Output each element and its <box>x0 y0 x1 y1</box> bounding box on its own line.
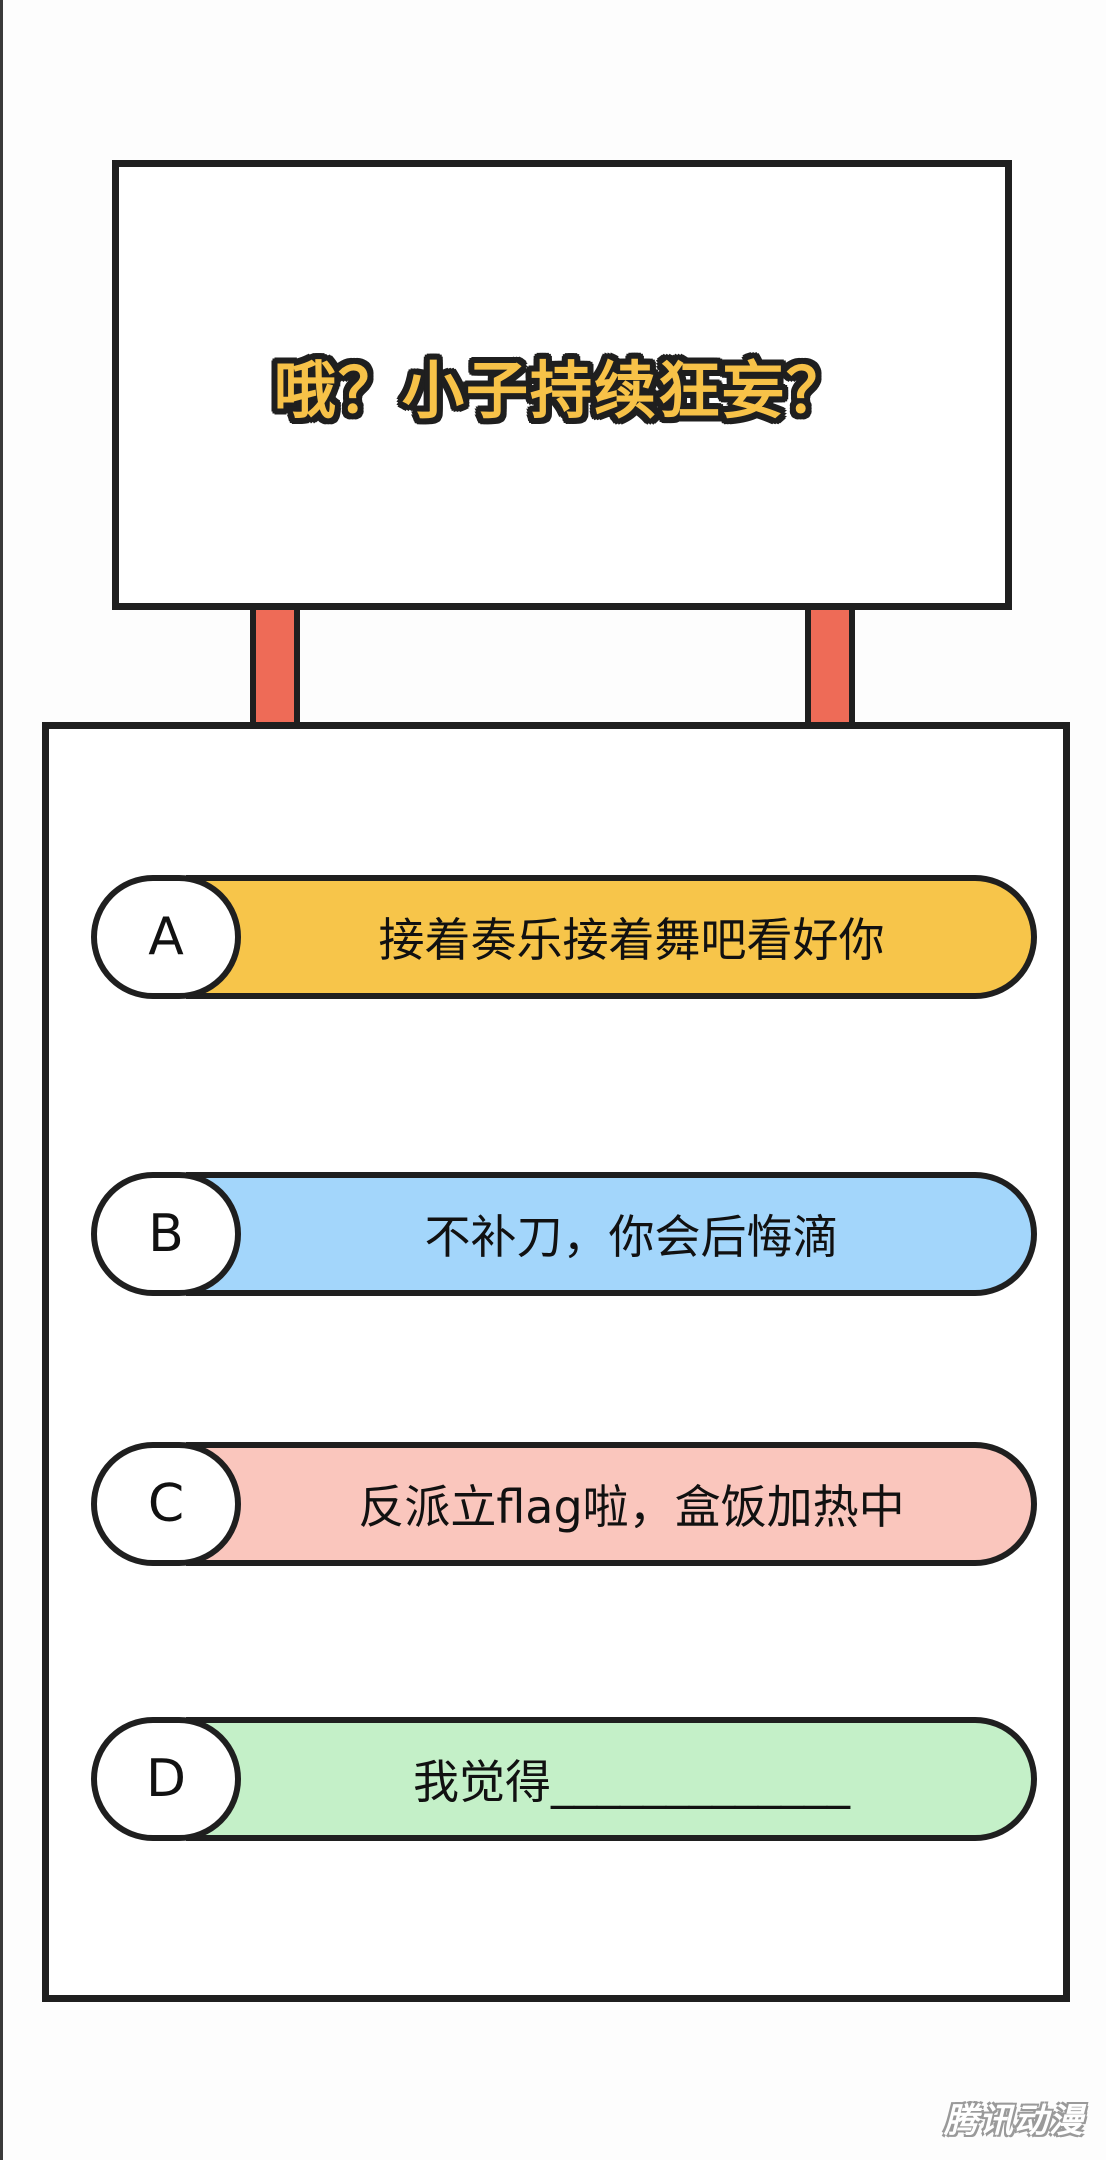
option-b[interactable]: 不补刀，你会后悔滴 B <box>91 1172 1037 1296</box>
option-a-letter: A <box>148 907 184 967</box>
option-c-bar[interactable]: 反派立flag啦，盒饭加热中 <box>186 1442 1037 1566</box>
sign-post-right <box>805 610 855 730</box>
option-d-bar[interactable]: 我觉得_____________ <box>186 1717 1037 1841</box>
option-a-badge[interactable]: A <box>91 875 241 999</box>
option-b-letter: B <box>148 1204 184 1264</box>
option-c-text: 反派立flag啦，盒饭加热中 <box>358 1480 905 1534</box>
option-c[interactable]: 反派立flag啦，盒饭加热中 C <box>91 1442 1037 1566</box>
option-d-letter: D <box>145 1749 187 1809</box>
option-a[interactable]: 接着奏乐接着舞吧看好你 A <box>91 875 1037 999</box>
option-b-badge[interactable]: B <box>91 1172 241 1296</box>
option-c-badge[interactable]: C <box>91 1442 241 1566</box>
option-a-text: 接着奏乐接着舞吧看好你 <box>378 913 885 967</box>
page-edge-line <box>0 0 3 2160</box>
option-b-bar[interactable]: 不补刀，你会后悔滴 <box>186 1172 1037 1296</box>
option-c-letter: C <box>147 1474 185 1534</box>
option-a-bar[interactable]: 接着奏乐接着舞吧看好你 <box>186 875 1037 999</box>
option-b-text: 不补刀，你会后悔滴 <box>424 1210 839 1264</box>
options-panel: 接着奏乐接着舞吧看好你 A 不补刀，你会后悔滴 B 反派立flag啦，盒饭加热中… <box>42 722 1070 2002</box>
option-d-text: 我觉得_____________ <box>413 1755 850 1809</box>
sign-title: 哦？小子持续狂妄？ <box>273 354 850 427</box>
sign-board: 哦？小子持续狂妄？ <box>112 160 1012 610</box>
watermark-logo: 腾讯动漫 <box>944 2101 1084 2141</box>
option-d-badge[interactable]: D <box>91 1717 241 1841</box>
sign-post-left <box>250 610 300 730</box>
option-d[interactable]: 我觉得_____________ D <box>91 1717 1037 1841</box>
